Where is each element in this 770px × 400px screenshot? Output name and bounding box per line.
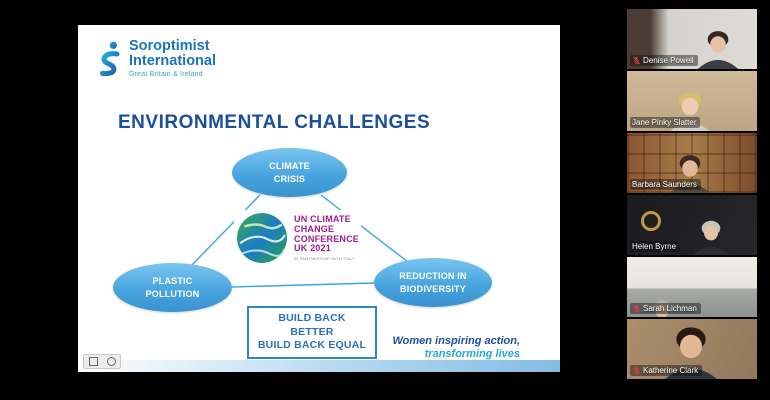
build-back-line: BUILD BACK EQUAL — [257, 339, 367, 352]
person-silhouette — [653, 300, 671, 317]
participant-name: Barbara Saunders — [632, 180, 697, 189]
presentation-slide: Soroptimist International Great Britain … — [78, 25, 560, 372]
slide-view-icon[interactable] — [88, 357, 98, 366]
cop26-line: CHANGE — [294, 223, 335, 234]
zoom-icon[interactable] — [106, 357, 116, 366]
participant-nameplate: Katherine Clark — [630, 365, 703, 376]
participant-nameplate: Denise Powell — [630, 55, 698, 66]
bubble-climate-crisis: CLIMATE CRISIS — [232, 148, 347, 197]
person-silhouette — [697, 30, 739, 69]
participant-tile[interactable]: Sarah Lichman — [627, 257, 757, 317]
participant-name: Denise Powell — [643, 56, 694, 65]
participant-video — [627, 9, 757, 69]
build-back-box: BUILD BACK BETTER BUILD BACK EQUAL — [247, 306, 377, 359]
logo-org-name-1: Soroptimist — [129, 38, 210, 54]
slide-tagline: Women inspiring action, transforming liv… — [392, 335, 520, 361]
person-silhouette — [692, 220, 730, 255]
logo-region: Great Britain & Ireland — [129, 71, 203, 78]
muted-mic-icon — [632, 366, 641, 375]
slide-title: ENVIRONMENTAL CHALLENGES — [118, 112, 431, 133]
logo-org-name-2: International — [129, 53, 217, 69]
participant-name: Jane Pinky Slatter — [632, 118, 697, 127]
bubble-text: CLIMATE — [269, 161, 310, 172]
build-back-line: BETTER — [290, 325, 334, 338]
participant-name: Sarah Lichman — [643, 304, 697, 313]
participant-nameplate: Helen Byrne — [630, 241, 681, 252]
bubble-plastic-pollution: PLASTIC POLLUTION — [113, 263, 232, 312]
muted-mic-icon — [632, 304, 641, 313]
tagline-line-1: Women inspiring action, — [392, 335, 520, 347]
soroptimist-logo: Soroptimist International Great Britain … — [96, 39, 216, 79]
soroptimist-logo-icon — [99, 41, 120, 77]
logo-text: Soroptimist International Great Britain … — [129, 38, 217, 79]
participant-name: Katherine Clark — [643, 366, 699, 375]
participant-tile[interactable]: Barbara Saunders — [627, 133, 757, 193]
cop26-partnership: IN PARTNERSHIP WITH ITALY — [294, 256, 356, 262]
participant-video — [627, 195, 757, 255]
cop26-line: UK 2021 — [294, 243, 331, 254]
person-silhouette — [669, 154, 711, 193]
cop26-globe-icon — [237, 213, 287, 263]
tagline-line-2: transforming lives — [424, 348, 520, 361]
bubble-text: BIODIVERSITY — [400, 283, 466, 294]
participant-tile[interactable]: Helen Byrne — [627, 195, 757, 255]
bubble-text: REDUCTION IN — [399, 271, 467, 282]
bubble-text: PLASTIC — [152, 276, 193, 287]
bubble-reduction-biodiversity: REDUCTION IN BIODIVERSITY — [374, 258, 492, 307]
cop26-line: UN CLIMATE — [294, 213, 351, 224]
participant-nameplate: Barbara Saunders — [630, 179, 701, 190]
participant-nameplate: Sarah Lichman — [630, 303, 701, 314]
cop26-line: CONFERENCE — [294, 233, 360, 244]
cop26-wordmark: UN CLIMATE CHANGE CONFERENCE UK 2021 IN … — [294, 213, 360, 262]
participant-video — [627, 319, 757, 379]
person-silhouette — [665, 327, 717, 379]
participant-tile[interactable]: Katherine Clark — [627, 319, 757, 379]
bubble-text: POLLUTION — [145, 288, 200, 299]
participant-tile[interactable]: Jane Pinky Slatter — [627, 71, 757, 131]
build-back-line: BUILD BACK — [278, 312, 346, 324]
participant-tile[interactable]: Denise Powell — [627, 9, 757, 69]
participant-nameplate: Jane Pinky Slatter — [630, 117, 701, 128]
participant-video — [627, 133, 757, 193]
slide-bottom-accent — [78, 360, 560, 372]
participant-video — [627, 257, 757, 317]
muted-mic-icon — [632, 56, 641, 65]
participant-video — [627, 71, 757, 131]
speaker-logo-badge — [641, 211, 661, 231]
participant-name: Helen Byrne — [632, 242, 677, 251]
person-silhouette — [670, 92, 710, 131]
triangle-connector-lines — [189, 194, 409, 288]
share-view-controls[interactable] — [83, 354, 121, 369]
bubble-text: CRISIS — [273, 173, 306, 184]
cop26-logo: UN CLIMATE CHANGE CONFERENCE UK 2021 IN … — [234, 210, 362, 266]
